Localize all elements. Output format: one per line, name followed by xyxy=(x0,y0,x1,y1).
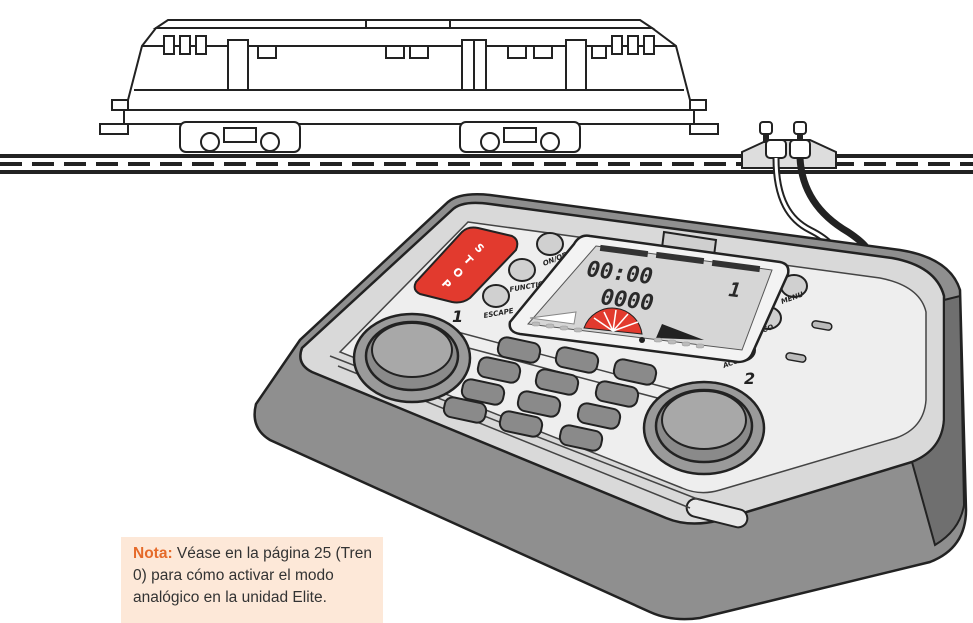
locomotive xyxy=(100,20,718,152)
knob-2-label: 2 xyxy=(744,369,755,388)
function-button[interactable] xyxy=(509,259,535,281)
knob-1-label: 1 xyxy=(452,307,463,326)
track-connector xyxy=(742,122,836,168)
escape-button[interactable] xyxy=(483,285,509,307)
throttle-knob-1[interactable] xyxy=(354,314,470,402)
on-off-button[interactable] xyxy=(537,233,563,255)
throttle-knob-2[interactable] xyxy=(644,382,764,474)
note-box: Nota: Véase en la página 25 (Tren 0) par… xyxy=(121,537,383,623)
note-label: Nota: xyxy=(133,545,173,562)
